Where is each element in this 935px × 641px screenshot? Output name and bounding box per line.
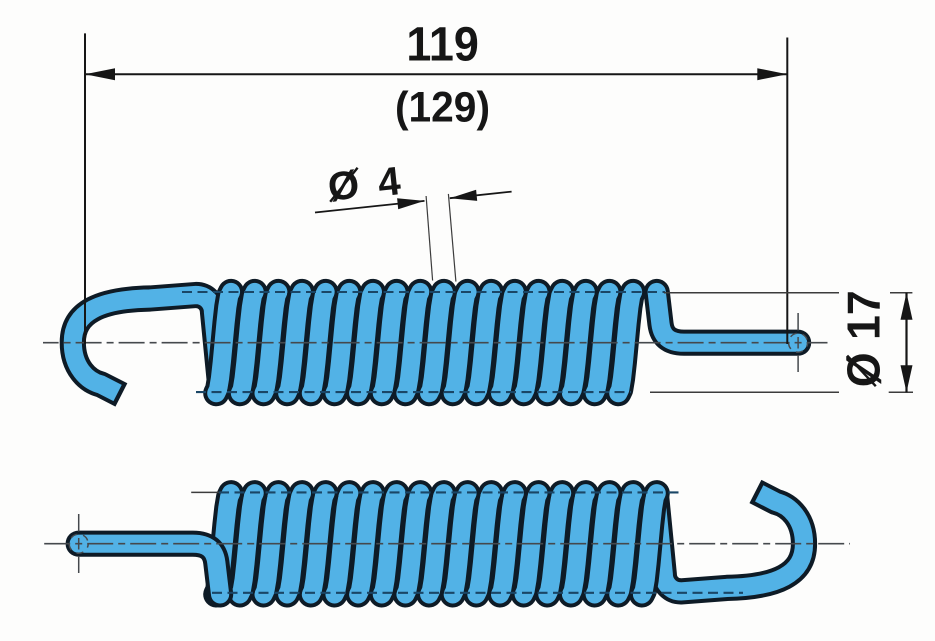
svg-text:Ø 17: Ø 17 <box>837 290 889 387</box>
svg-text:119: 119 <box>406 19 479 72</box>
svg-text:(129): (129) <box>395 84 490 132</box>
